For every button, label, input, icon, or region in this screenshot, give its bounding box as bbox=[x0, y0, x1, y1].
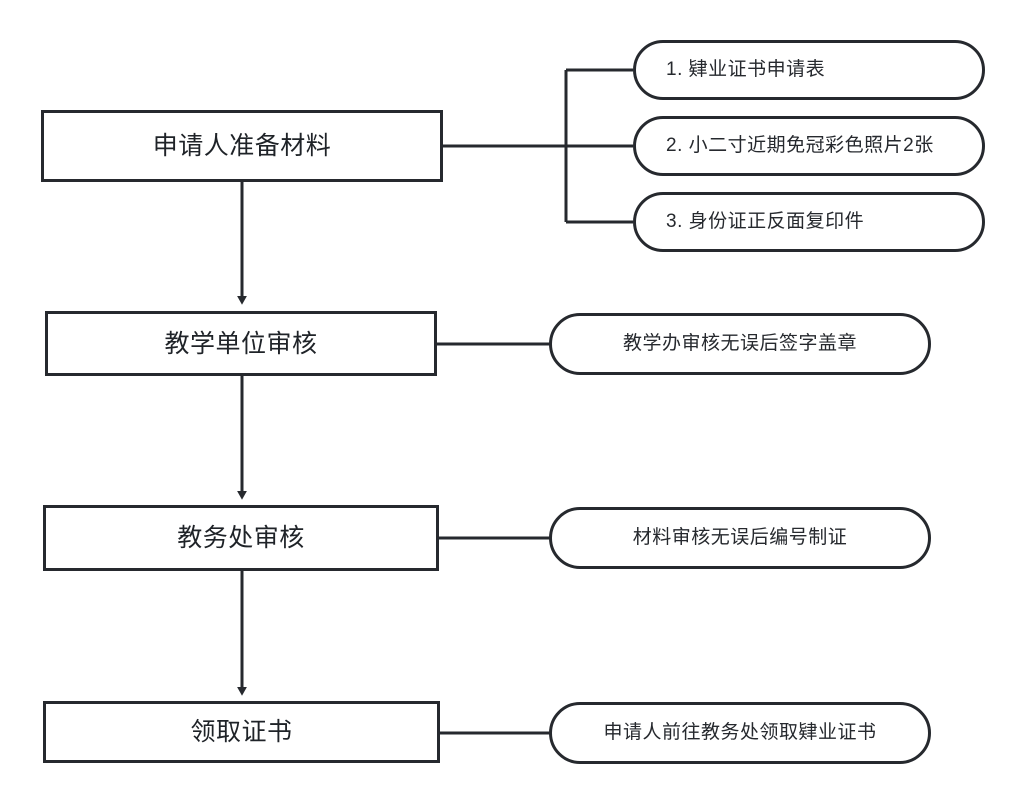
detail-node-material-2[interactable]: 2. 小二寸近期免冠彩色照片2张 bbox=[633, 116, 985, 176]
detail-node-label: 教学办审核无误后签字盖章 bbox=[622, 332, 857, 354]
detail-node-label: 2. 小二寸近期免冠彩色照片2张 bbox=[666, 134, 934, 156]
detail-node-material-1[interactable]: 1. 肄业证书申请表 bbox=[633, 40, 985, 100]
detail-node-note-teaching-unit[interactable]: 教学办审核无误后签字盖章 bbox=[549, 313, 931, 375]
branch-tree-materials bbox=[443, 68, 633, 224]
detail-node-label: 1. 肄业证书申请表 bbox=[666, 58, 826, 80]
detail-node-label: 3. 身份证正反面复印件 bbox=[666, 210, 865, 232]
detail-node-label: 申请人前往教务处领取肄业证书 bbox=[603, 721, 877, 743]
process-node-step-2[interactable]: 教学单位审核 bbox=[45, 311, 437, 376]
process-node-step-1[interactable]: 申请人准备材料 bbox=[41, 110, 443, 182]
process-node-step-4[interactable]: 领取证书 bbox=[43, 701, 440, 763]
process-node-step-3[interactable]: 教务处审核 bbox=[43, 505, 439, 571]
process-node-label: 教务处审核 bbox=[177, 524, 305, 552]
process-node-label: 领取证书 bbox=[190, 718, 293, 746]
detail-node-note-academic-affairs[interactable]: 材料审核无误后编号制证 bbox=[549, 507, 931, 569]
detail-node-material-3[interactable]: 3. 身份证正反面复印件 bbox=[633, 192, 985, 252]
process-node-label: 申请人准备材料 bbox=[152, 132, 332, 160]
detail-node-label: 材料审核无误后编号制证 bbox=[632, 526, 848, 548]
process-node-label: 教学单位审核 bbox=[164, 329, 318, 358]
detail-node-note-collect[interactable]: 申请人前往教务处领取肄业证书 bbox=[549, 702, 931, 764]
